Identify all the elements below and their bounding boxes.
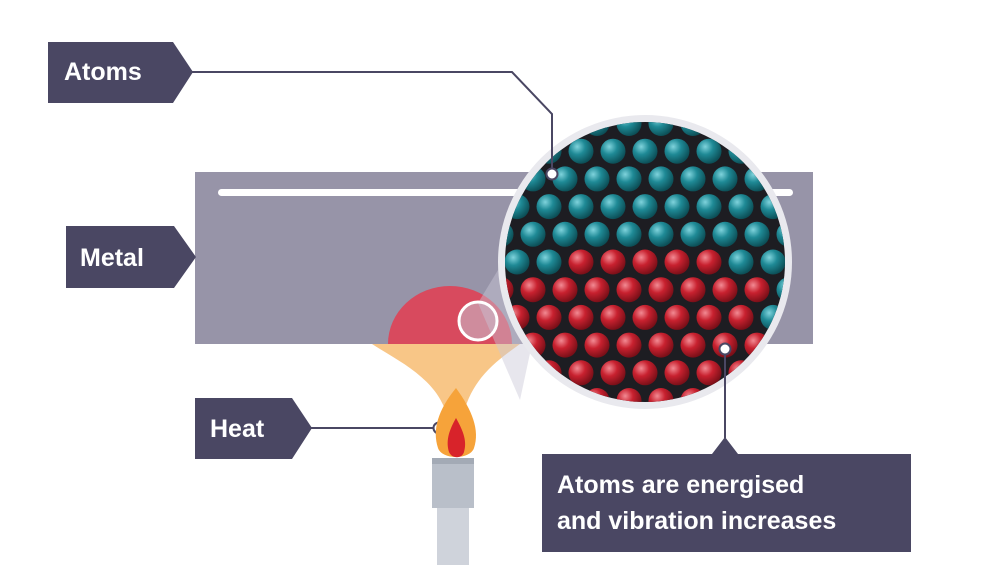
atom-cold [600,194,626,220]
atom-cold [712,166,738,192]
atom-hot [728,304,754,330]
atom-cold [584,221,610,247]
atom-hot [520,277,546,303]
atom-hot [584,277,610,303]
atom-lattice [505,122,785,402]
atom-hot [664,360,690,386]
atom-cold [552,221,578,247]
atom-hot [632,249,658,275]
atom-cold [552,166,578,192]
atom-hot [536,304,562,330]
atom-hot [600,304,626,330]
atom-hot [616,332,642,358]
atom-hot [696,249,722,275]
atoms-leader-dot [545,167,559,181]
atom-hot [616,388,642,402]
flame-icon [435,388,476,458]
atom-hot [696,304,722,330]
atom-cold [505,249,530,275]
atom-hot [664,249,690,275]
atom-cold [616,166,642,192]
atom-cold [664,194,690,220]
atom-hot [744,277,770,303]
atom-cold [600,138,626,164]
atom-hot [552,332,578,358]
atoms-label: Atoms [48,42,193,103]
atom-cold [696,138,722,164]
atom-hot [600,360,626,386]
atom-hot [648,277,674,303]
atom-cold [536,249,562,275]
atom-cold [760,249,785,275]
atom-hot [648,388,674,402]
atom-cold [648,221,674,247]
atom-hot [568,360,594,386]
metal-label-text: Metal [80,244,144,272]
atom-hot [696,360,722,386]
atom-cold [744,221,770,247]
atom-cold [664,138,690,164]
result-label: Atoms are energised and vibration increa… [542,437,911,552]
result-leader-dot [718,342,732,356]
result-label-line1: Atoms are energised [557,471,804,499]
atom-cold [680,166,706,192]
atom-hot [568,304,594,330]
atom-hot [712,277,738,303]
atom-cold [696,194,722,220]
atom-hot [632,360,658,386]
atom-cold [648,122,674,136]
atom-hot [616,277,642,303]
atom-cold [568,194,594,220]
atom-hot [648,332,674,358]
atom-hot [632,304,658,330]
atom-hot [600,249,626,275]
magnifier-lens [498,115,792,409]
atom-hot [552,277,578,303]
atom-cold [680,221,706,247]
atom-cold [728,194,754,220]
atom-cold [712,221,738,247]
atom-cold [728,249,754,275]
atom-cold [536,194,562,220]
focus-circle [457,300,499,342]
atom-hot [680,332,706,358]
atom-cold [616,221,642,247]
atom-cold [584,166,610,192]
atom-cold [648,166,674,192]
bunsen-burner [432,458,474,565]
atom-hot [680,277,706,303]
atom-cold [632,194,658,220]
metal-label: Metal [66,226,196,288]
atom-cold [568,138,594,164]
atom-cold [632,138,658,164]
result-label-line2: and vibration increases [557,507,836,535]
atoms-leader-line [175,71,553,173]
atom-cold [520,221,546,247]
atom-hot [584,332,610,358]
heat-label-text: Heat [210,415,265,443]
atom-hot [568,249,594,275]
atom-hot [664,304,690,330]
heat-label: Heat [195,398,312,459]
atom-cold [616,122,642,136]
atoms-label-text: Atoms [64,58,142,86]
heat-glow [372,344,520,420]
